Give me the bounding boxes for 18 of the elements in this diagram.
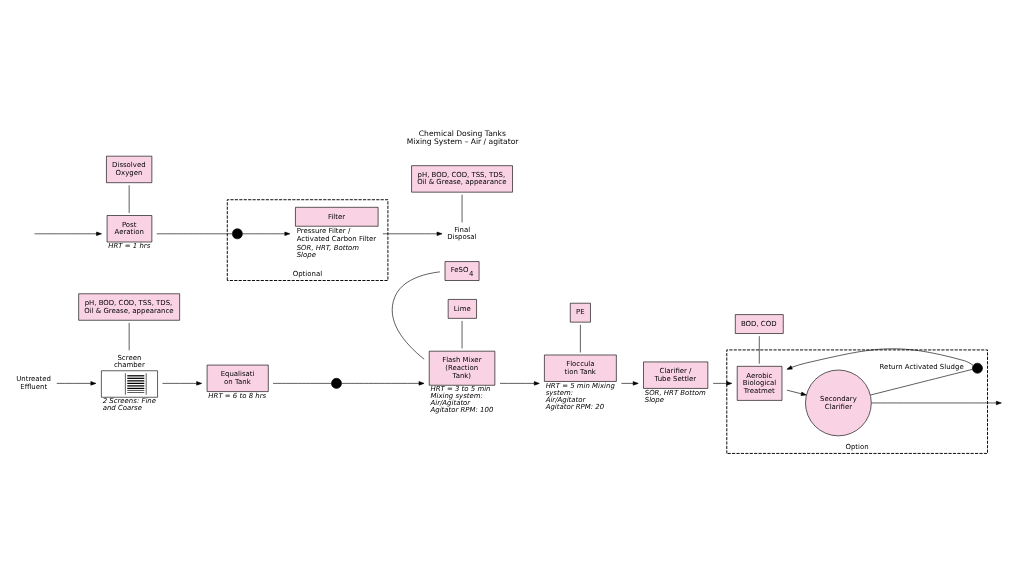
arrow	[34, 231, 102, 236]
arrow	[341, 381, 425, 386]
arrow	[56, 381, 97, 386]
arrow	[712, 381, 733, 386]
connector	[156, 233, 233, 235]
arrow	[786, 389, 807, 396]
connector	[272, 383, 332, 384]
node-pump	[331, 378, 342, 389]
arrow	[499, 381, 540, 386]
arrow	[871, 400, 1002, 406]
arrow	[162, 381, 202, 386]
arrow	[621, 381, 639, 386]
arrow	[242, 231, 291, 236]
connector	[870, 369, 973, 396]
node-pump	[232, 228, 243, 240]
arrow	[382, 231, 443, 236]
node-pump	[972, 362, 983, 374]
arrow	[786, 348, 974, 370]
